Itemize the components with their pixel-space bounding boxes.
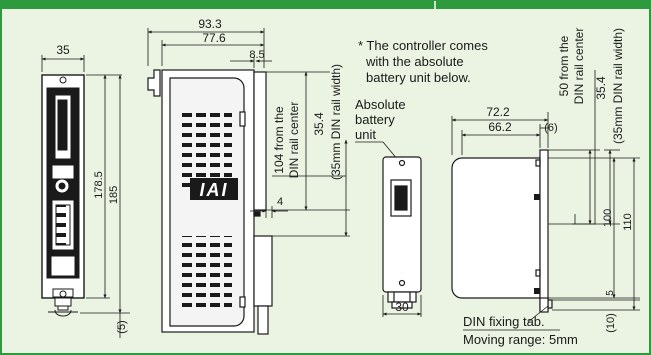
dim-bat-height-outer: 110	[622, 213, 634, 231]
front-top-hole	[59, 76, 67, 84]
battery-side-bracket	[539, 149, 549, 311]
side-dims	[147, 28, 350, 237]
note-line-2: with the absolute	[365, 54, 464, 69]
logo-text: IAI	[199, 180, 228, 200]
dim-front-width: 35	[56, 43, 70, 57]
dim-side-tab: 4	[277, 196, 283, 208]
dim-side-from-din-line2: DIN rail center	[287, 102, 301, 179]
dim-front-bottom: (5)	[116, 320, 128, 333]
dim-bat-from-din-line1: 50 from the	[557, 35, 571, 96]
dim-side-depth-total: 93.3	[198, 17, 222, 31]
dim-side-depth-body: 77.6	[202, 31, 226, 45]
battery-label-line-1: Absolute	[355, 97, 406, 112]
dim-bat-small: 5	[605, 290, 616, 296]
battery-side	[451, 149, 553, 313]
front-dims	[41, 55, 130, 338]
dim-side-offset: 8.5	[249, 49, 264, 61]
dim-bat-side-offset: (6)	[544, 122, 557, 134]
dim-bat-from-din-line2: DIN rail center	[572, 28, 586, 105]
dim-side-din-rail: 35.4	[312, 112, 326, 136]
din-tab-line-2: Moving range: 5mm	[463, 332, 578, 347]
battery-label-line-2: battery	[355, 112, 395, 127]
note-line-3: battery unit below.	[366, 70, 471, 85]
iai-logo: IAI	[190, 178, 238, 200]
din-tab-line-1: DIN fixing tab.	[463, 314, 545, 329]
front-view	[41, 74, 85, 317]
dim-front-height-outer: 185	[108, 186, 120, 204]
note-line-1: * The controller comes	[358, 38, 488, 53]
battery-front-dims	[382, 295, 422, 317]
battery-label-line-3: unit	[355, 127, 376, 142]
dim-battery-width: 30	[395, 300, 409, 314]
header-bar	[1, 1, 650, 9]
side-view	[147, 69, 273, 335]
dim-side-din-rail-width: (35mm DIN rail width)	[329, 64, 343, 180]
dim-front-height-inner: 178.5	[93, 171, 105, 199]
dim-side-from-din-line1: 104 from the	[272, 106, 286, 174]
dim-bat-side-depth-body: 66.2	[488, 120, 512, 134]
dim-bat-height-inner: 100	[602, 209, 614, 227]
battery-body	[382, 156, 422, 293]
dim-bat-side-depth-total: 72.2	[486, 105, 510, 119]
dim-bat-din-rail: 35.4	[594, 76, 608, 100]
din-tab-leader	[527, 305, 549, 323]
battery-front	[382, 156, 422, 309]
battery-side-dims	[451, 70, 640, 311]
dim-bat-bottom: (10)	[605, 313, 617, 333]
dim-bat-din-rail-width: (35mm DIN rail width)	[611, 28, 625, 144]
